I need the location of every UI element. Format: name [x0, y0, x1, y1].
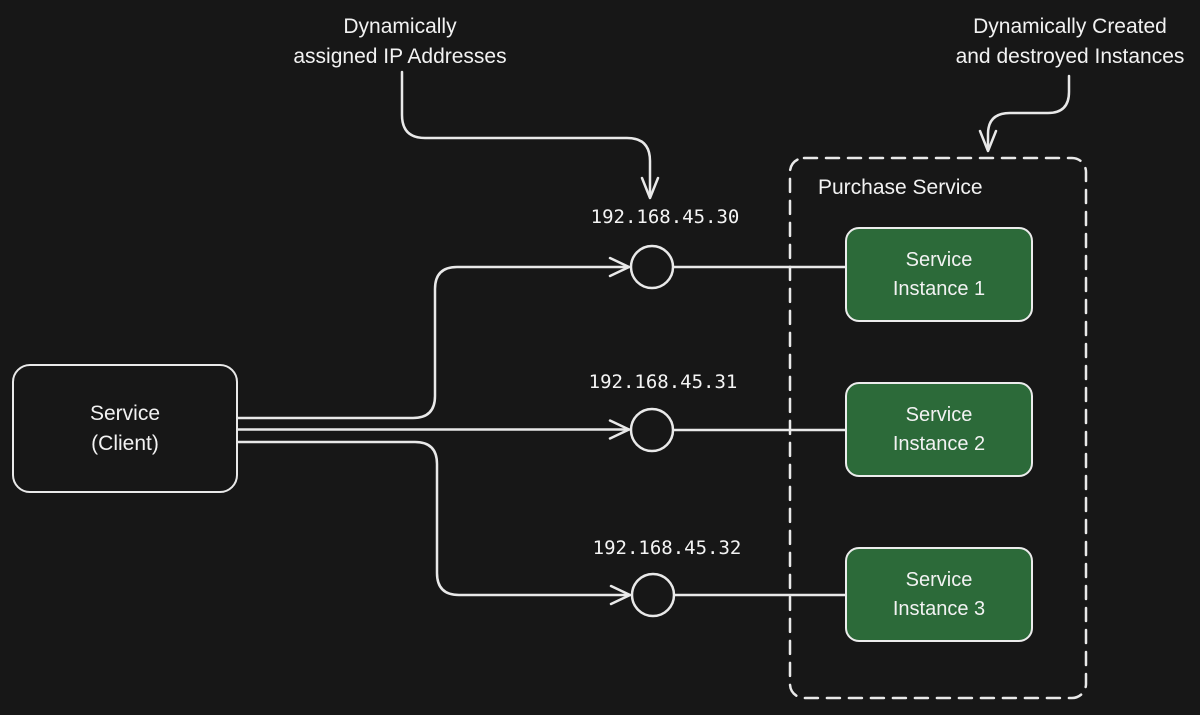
arrowhead-annotation-instances — [978, 129, 998, 153]
service-instance-node-1: Service Instance 1 — [845, 227, 1033, 322]
annotation-dynamic-ips-line1: Dynamically — [343, 15, 457, 38]
service-instance-node-3: Service Instance 3 — [845, 547, 1033, 642]
service-client-label-line1: Service — [89, 401, 161, 425]
group-title: Purchase Service — [818, 176, 983, 199]
service-instance-2-line2: Instance 2 — [892, 432, 986, 455]
service-instance-1-line2: Instance 1 — [892, 277, 986, 300]
ip-address-label-2: 192.168.45.31 — [588, 371, 738, 393]
ip-address-label-3: 192.168.45.32 — [592, 537, 742, 559]
service-client-label-line2: (Client) — [91, 431, 159, 455]
annotation-dynamic-instances-line1: Dynamically Created — [973, 15, 1167, 38]
arrowhead-endpoint-3 — [609, 584, 632, 606]
service-instance-3-line1: Service — [905, 568, 973, 591]
arrowhead-annotation-ips — [640, 176, 660, 200]
group-dashed-border — [788, 156, 1088, 700]
annotation-dynamic-ips: Dynamically assigned IP Addresses — [250, 12, 550, 72]
service-instance-node-2: Service Instance 2 — [845, 382, 1033, 477]
annotation-dynamic-ips-line2: assigned IP Addresses — [293, 45, 507, 68]
connector-client-to-endpoint-1 — [236, 265, 631, 420]
service-instance-2-line1: Service — [905, 403, 973, 426]
annotation-dynamic-instances-line2: and destroyed Instances — [955, 45, 1185, 68]
endpoint-circle-2 — [629, 407, 675, 453]
endpoint-circle-3 — [630, 572, 676, 618]
arrowhead-endpoint-2 — [608, 419, 631, 440]
service-instance-1-line1: Service — [905, 248, 973, 271]
annotation-dynamic-instances: Dynamically Created and destroyed Instan… — [920, 12, 1200, 72]
arrow-annotation-instances — [986, 74, 1071, 151]
service-client-node: Service (Client) — [12, 364, 238, 493]
arrowhead-endpoint-1 — [608, 256, 631, 278]
ip-address-label-1: 192.168.45.30 — [590, 206, 740, 228]
endpoint-circle-1 — [629, 244, 675, 290]
connector-client-to-endpoint-3 — [236, 440, 632, 597]
service-instance-3-line2: Instance 3 — [892, 597, 986, 620]
arrow-annotation-ips — [400, 70, 652, 198]
